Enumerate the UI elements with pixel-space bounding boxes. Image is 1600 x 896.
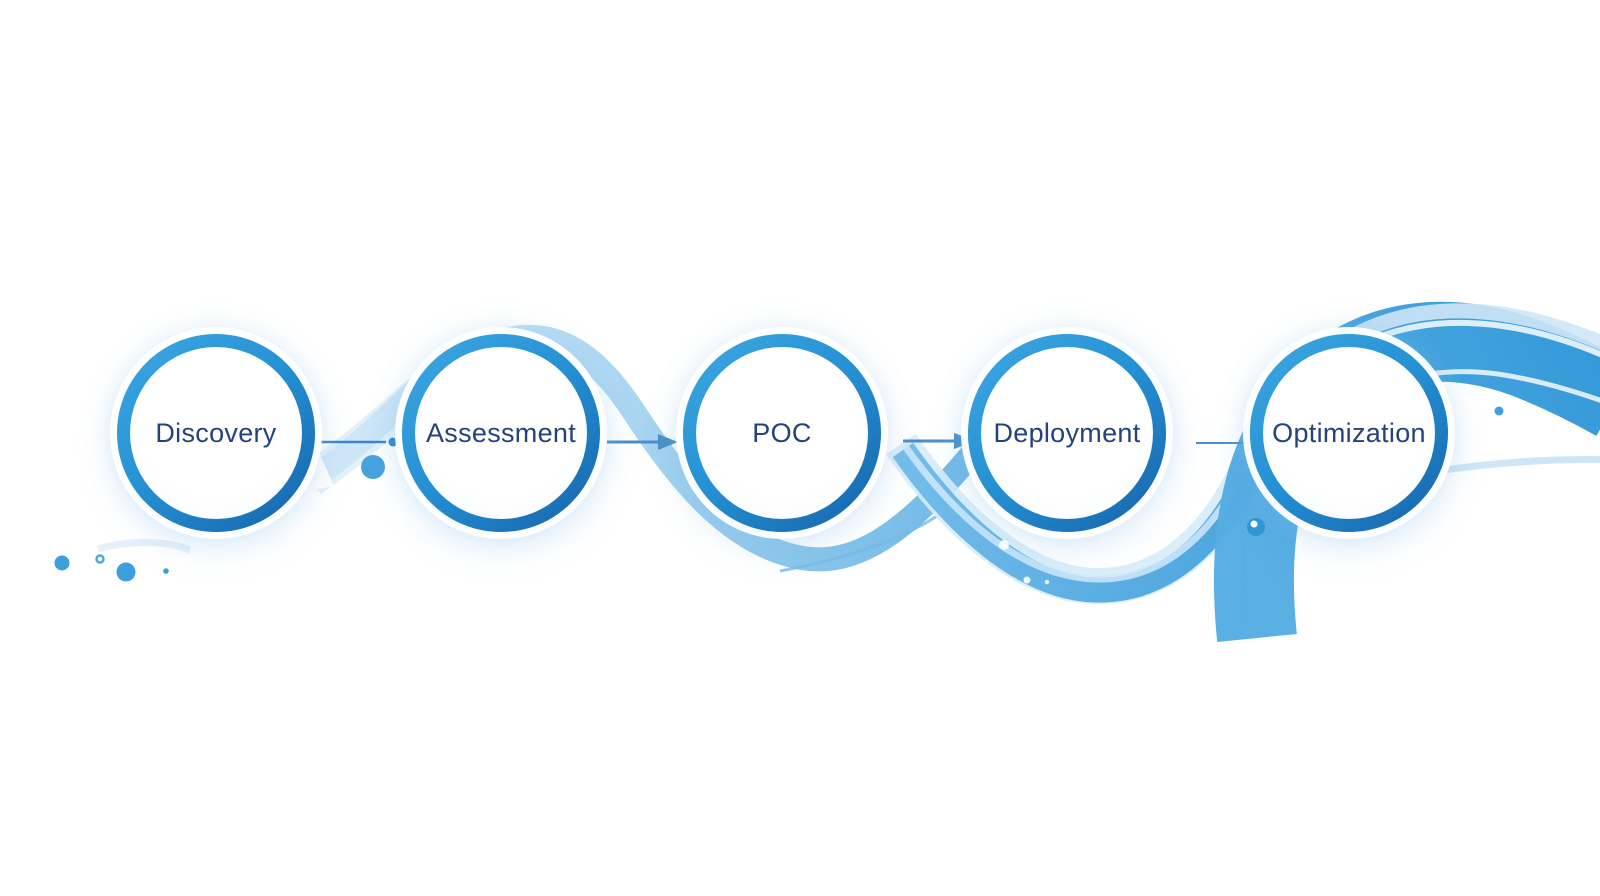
arrowhead-icon <box>658 434 678 450</box>
step-node-inner: Deployment <box>981 347 1153 519</box>
step-node-assessment: Assessment <box>402 334 600 532</box>
connector-end-dot <box>388 437 398 447</box>
step-label: POC <box>752 417 812 448</box>
step-node-inner: Discovery <box>130 347 302 519</box>
arrowhead-icon <box>954 433 976 449</box>
step-node-discovery: Discovery <box>117 334 315 532</box>
step-node-poc: POC <box>683 334 881 532</box>
decorative-dots-left <box>54 538 192 582</box>
step-label: Optimization <box>1272 417 1426 448</box>
step-label: Assessment <box>425 417 577 448</box>
step-node-inner: POC <box>696 347 868 519</box>
step-node-deployment: Deployment <box>968 334 1166 532</box>
step-node-inner: Optimization <box>1263 347 1435 519</box>
step-node-inner: Assessment <box>415 347 587 519</box>
ribbon-bubbles <box>682 400 1524 585</box>
connector-assessment-poc <box>607 434 678 450</box>
connector-poc-deployment <box>903 433 976 449</box>
step-node-optimization: Optimization <box>1250 334 1448 532</box>
step-label: Discovery <box>155 417 277 448</box>
wave-ribbon <box>292 325 1000 573</box>
deployment-arc-ribbon <box>886 433 1269 605</box>
step-label: Deployment <box>993 417 1141 448</box>
accent-dot <box>361 455 385 479</box>
connector-discovery-assessment <box>320 437 398 479</box>
